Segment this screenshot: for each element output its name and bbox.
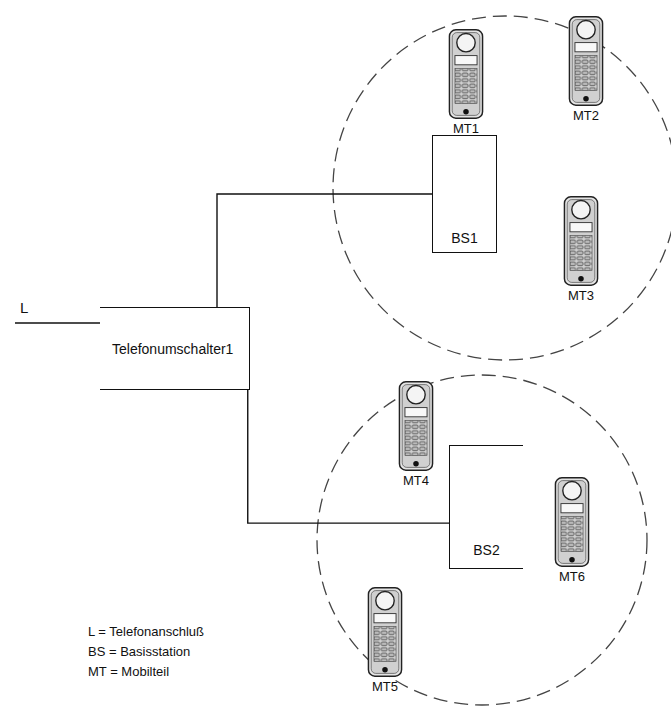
handset-icon	[555, 478, 588, 566]
cell-circle	[317, 375, 647, 705]
handset-label: MT5	[372, 679, 398, 694]
cell-circle	[317, 16, 671, 705]
connector-line	[217, 194, 432, 307]
legend-note: L = Telefonanschluß	[88, 624, 204, 639]
handset-icon	[569, 17, 602, 105]
node-text: Telefonumschalter1	[112, 341, 233, 357]
legend-note: BS = Basisstation	[88, 644, 190, 659]
handset-icon	[399, 382, 432, 470]
cell-circle	[333, 16, 671, 360]
node-text: BS1	[451, 230, 477, 246]
handset-icon	[564, 197, 597, 285]
handset-label: MT4	[403, 473, 429, 488]
switch-box: Telefonumschalter1	[100, 307, 250, 390]
legend-note: MT = Mobilteil	[88, 664, 169, 679]
handset-label: MT6	[559, 569, 585, 584]
handset-label: MT1	[453, 121, 479, 136]
base-station-box: BS1	[432, 135, 497, 253]
line-connection	[15, 322, 100, 323]
handset-icon	[368, 588, 401, 676]
base-station-box: BS2	[449, 445, 523, 569]
handset-icon	[449, 30, 482, 118]
handset-label: MT3	[568, 288, 594, 303]
line-label: L	[20, 300, 28, 315]
connector-line	[248, 390, 449, 523]
node-text: BS2	[473, 542, 499, 558]
handset-label: MT2	[573, 108, 599, 123]
